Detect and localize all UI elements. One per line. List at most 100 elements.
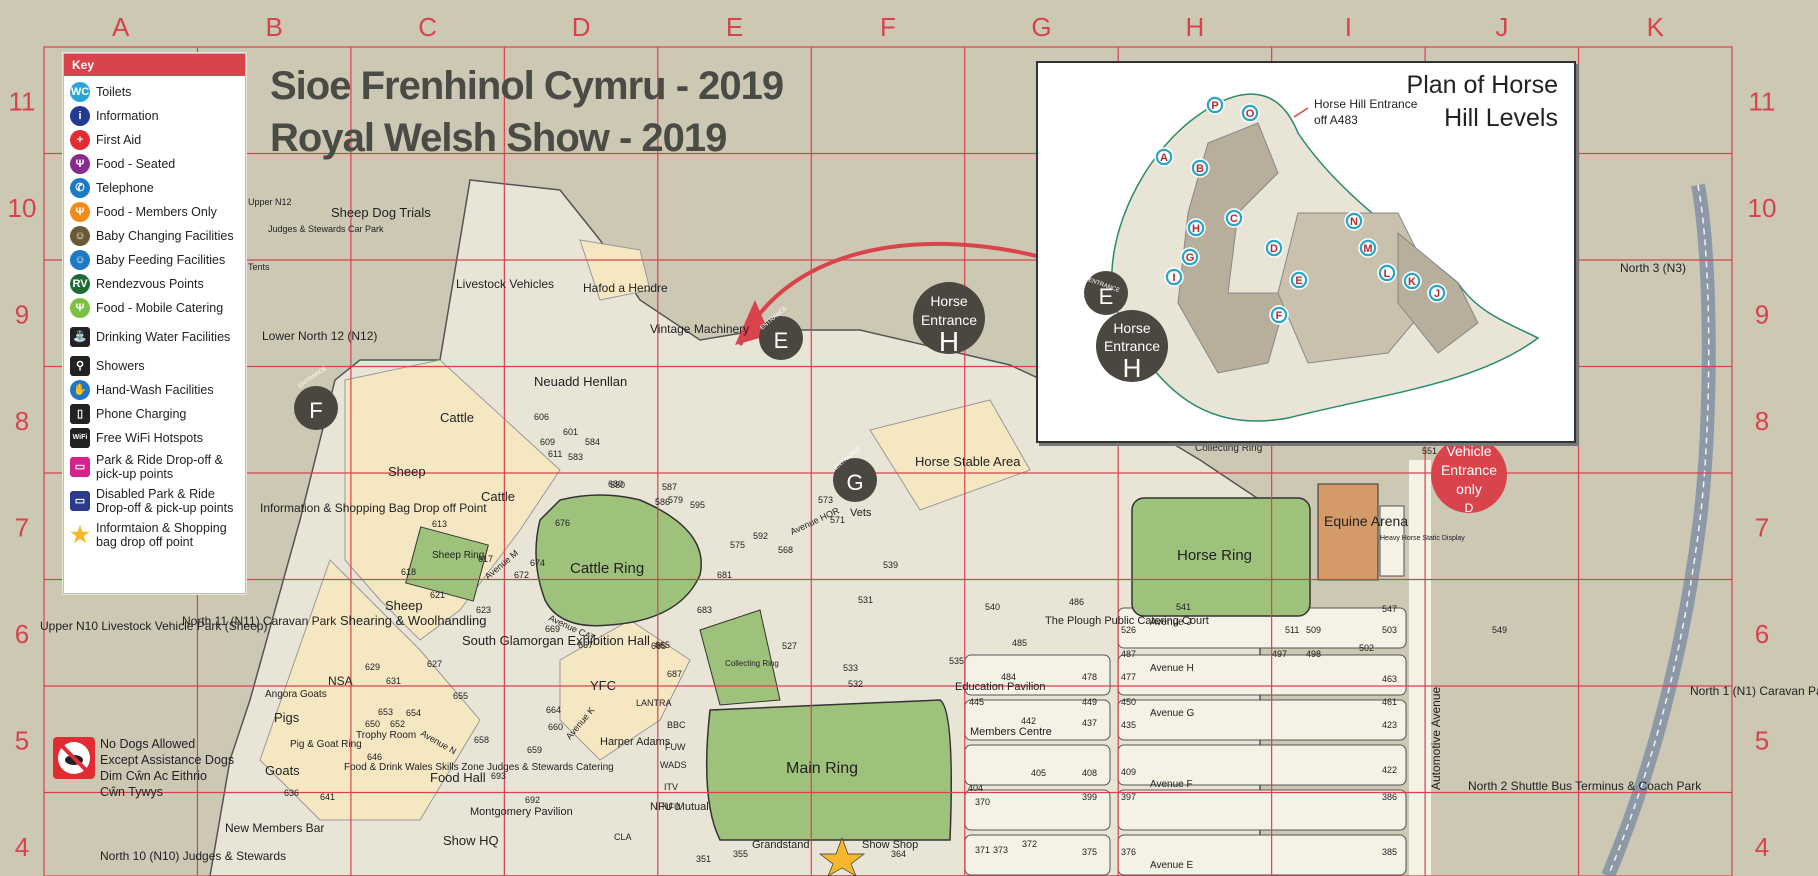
label-collecting-ring: Collecting Ring	[725, 659, 779, 668]
stand-number: 487	[1121, 649, 1136, 659]
level-pin-label: H	[1192, 223, 1200, 235]
stand-number: 654	[406, 708, 421, 718]
key-item-label: Disabled Park & Ride Drop-off & pick-up …	[96, 487, 234, 515]
label-avenue-h: Avenue H	[1150, 663, 1194, 674]
level-pin-i[interactable]: I	[1164, 267, 1184, 287]
label-show-shop: Show Shop	[862, 839, 918, 851]
level-pin-j[interactable]: J	[1427, 283, 1447, 303]
stand-number: 540	[985, 602, 1000, 612]
stand-number: 629	[365, 662, 380, 672]
stand-number: 370	[975, 797, 990, 807]
information-icon: i	[70, 106, 90, 126]
main-ring[interactable]	[705, 699, 952, 841]
level-pin-f[interactable]: F	[1269, 305, 1289, 325]
grid-row-label-right: 9	[1755, 299, 1769, 329]
label-automotive-avenue: Automotive Avenue	[1429, 686, 1443, 790]
inset-horse-entrance-letter: H	[1123, 353, 1142, 383]
level-pin-d[interactable]: D	[1264, 238, 1284, 258]
level-pin-l[interactable]: L	[1377, 263, 1397, 283]
grid-row-label-left: 5	[15, 725, 29, 755]
level-pin-m[interactable]: M	[1358, 238, 1378, 258]
horse-ring[interactable]	[1131, 497, 1311, 617]
collecting-ring[interactable]	[699, 609, 781, 706]
stand-number: 547	[1382, 604, 1397, 614]
grid-column-label: C	[418, 12, 437, 42]
stand-number: 385	[1382, 847, 1397, 857]
inset-entrance-e[interactable]: E ENTRANCE	[1084, 271, 1128, 315]
level-pin-k[interactable]: K	[1402, 271, 1422, 291]
stand-number: 609	[540, 437, 555, 447]
entrance-h[interactable]: Horse Entrance H	[913, 282, 985, 357]
telephone-icon: ✆	[70, 178, 90, 198]
level-pin-p[interactable]: P	[1205, 95, 1225, 115]
entrance-h-line2: Entrance	[921, 312, 977, 328]
key-item: ✆Telephone	[70, 176, 241, 200]
entrance-h-line1: Horse	[930, 293, 968, 309]
level-pin-o[interactable]: O	[1240, 103, 1260, 123]
entrance-f[interactable]: F ENTRANCE	[294, 366, 338, 430]
inset-horse-entrance-line1: Horse	[1113, 320, 1151, 336]
inset-horse-entrance-line2: Entrance	[1104, 338, 1160, 354]
stand-number: 579	[668, 495, 683, 505]
wifi-icon: WiFi	[70, 428, 90, 448]
level-pin-a[interactable]: A	[1154, 147, 1174, 167]
entrance-g-letter: G	[846, 470, 863, 495]
entrance-f-letter: F	[309, 398, 322, 423]
stand-number: 658	[474, 735, 489, 745]
equine-arena[interactable]	[1317, 483, 1379, 581]
no-dogs-line2: Except Assistance Dogs	[100, 753, 235, 767]
label-tents: Tents	[248, 262, 270, 272]
stand-number: 533	[843, 663, 858, 673]
stand-number: 583	[568, 452, 583, 462]
entrance-g[interactable]: G ENTRANCE	[833, 446, 877, 502]
drinking-water-icon: ⛲	[70, 327, 90, 347]
level-pin-label: C	[1230, 213, 1238, 225]
label-sheep-2: Sheep	[385, 598, 423, 613]
level-pin-label: L	[1384, 268, 1391, 280]
inset-horse-entrance-h[interactable]: Horse Entrance H	[1096, 310, 1168, 383]
stand-number: 592	[753, 531, 768, 541]
sheep-ring[interactable]	[405, 526, 489, 602]
label-north10: North 10 (N10) Judges & Stewards	[100, 849, 286, 863]
key-item-label: Food - Mobile Catering	[96, 301, 224, 315]
level-pin-b[interactable]: B	[1190, 158, 1210, 178]
stand-number: 549	[1492, 625, 1507, 635]
stand-number: 672	[514, 570, 529, 580]
stand-number: 587	[662, 482, 677, 492]
level-pin-label: D	[1270, 243, 1278, 255]
stand-number: 527	[782, 641, 797, 651]
label-avenue-e: Avenue E	[1150, 860, 1194, 871]
level-pin-e[interactable]: E	[1289, 270, 1309, 290]
grid-row-label-right: 11	[1749, 86, 1776, 116]
grid-row-label-left: 6	[15, 619, 29, 649]
level-pin-n[interactable]: N	[1344, 211, 1364, 231]
map-title: Sioe Frenhinol Cymru - 2019 Royal Welsh …	[270, 60, 784, 164]
label-main-ring: Main Ring	[786, 760, 858, 777]
level-pin-h[interactable]: H	[1186, 218, 1206, 238]
key-item-label: Showers	[96, 359, 145, 373]
label-bbc: BBC	[667, 720, 686, 730]
grid-column-label: B	[266, 12, 283, 42]
level-pin-c[interactable]: C	[1224, 208, 1244, 228]
key-item: ▭Park & Ride Drop-off & pick-up points	[70, 450, 241, 484]
stand-number: 408	[1082, 768, 1097, 778]
rendezvous-icon: RV	[70, 274, 90, 294]
key-item-label: Informtaion & Shopping bag drop off poin…	[96, 521, 227, 549]
level-pin-label: E	[1295, 275, 1302, 287]
grid-row-label-left: 9	[15, 299, 29, 329]
stand-number: 665	[655, 640, 670, 650]
stand-number: 485	[1012, 638, 1027, 648]
place-labels: Sheep Dog Trials Upper N12 Judges & Stew…	[40, 197, 1818, 871]
cattle-ring[interactable]	[535, 494, 702, 627]
vehicle-entrance-d[interactable]: Vehicle Entrance only D	[1431, 437, 1507, 515]
food-members-icon: Ψ	[70, 202, 90, 222]
shopping-star-icon[interactable]	[818, 837, 866, 876]
level-pin-g[interactable]: G	[1180, 247, 1200, 267]
label-n11: North 11 (N11) Caravan Park	[182, 614, 337, 628]
label-livestock-vehicles: Livestock Vehicles	[456, 277, 554, 291]
disabled-park-ride-icon: ▭	[70, 491, 90, 511]
no-dogs-line3: Dim Cŵn Ac Eithrio	[100, 769, 207, 783]
label-cattle-1: Cattle	[440, 410, 474, 425]
